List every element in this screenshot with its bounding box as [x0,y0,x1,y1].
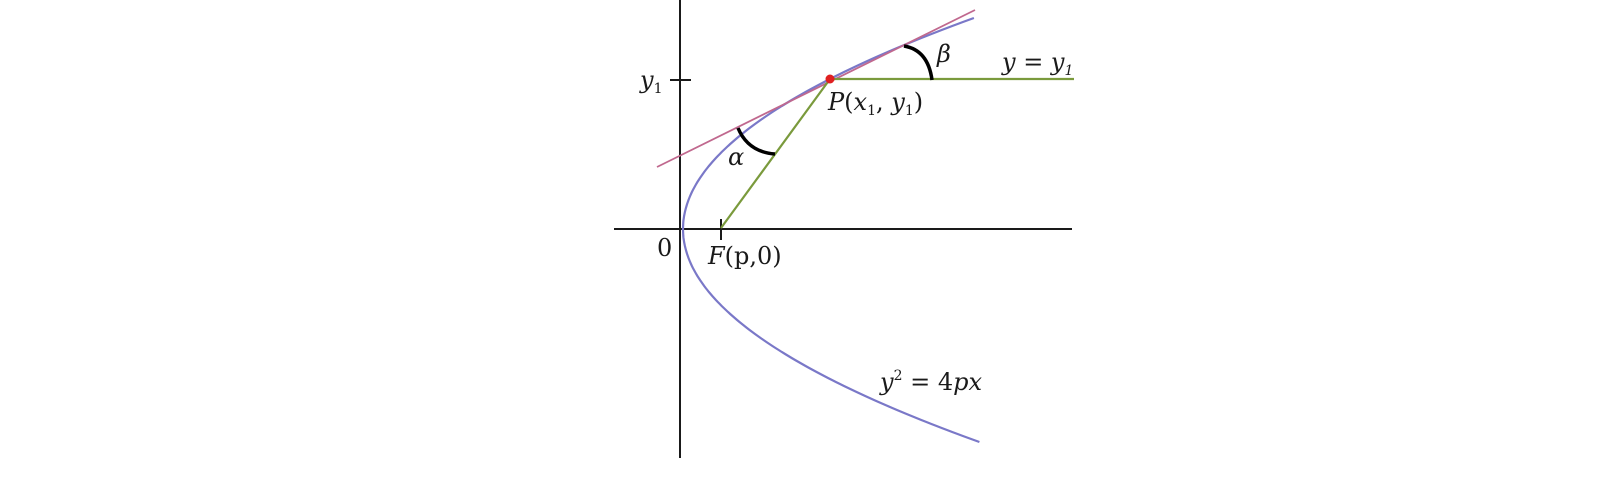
point-p-label: P(x1, y1) [827,88,923,119]
angle-beta-label: β [936,40,951,68]
point-p-marker [825,74,835,84]
horizontal-line-label: y = y1 [1001,48,1073,79]
angle-alpha-label: α [728,143,744,171]
parabola-curve [681,16,980,444]
beta-angle-arc [903,44,934,81]
curve-equation-label: y2 = 4px [879,368,982,396]
origin-label: 0 [657,234,672,262]
focal-ray [720,78,831,229]
focus-label: F(p,0) [707,242,782,270]
y1-tick-label: y1 [639,66,662,97]
tangent-line [656,9,976,168]
alpha-angle-arc [736,127,776,156]
